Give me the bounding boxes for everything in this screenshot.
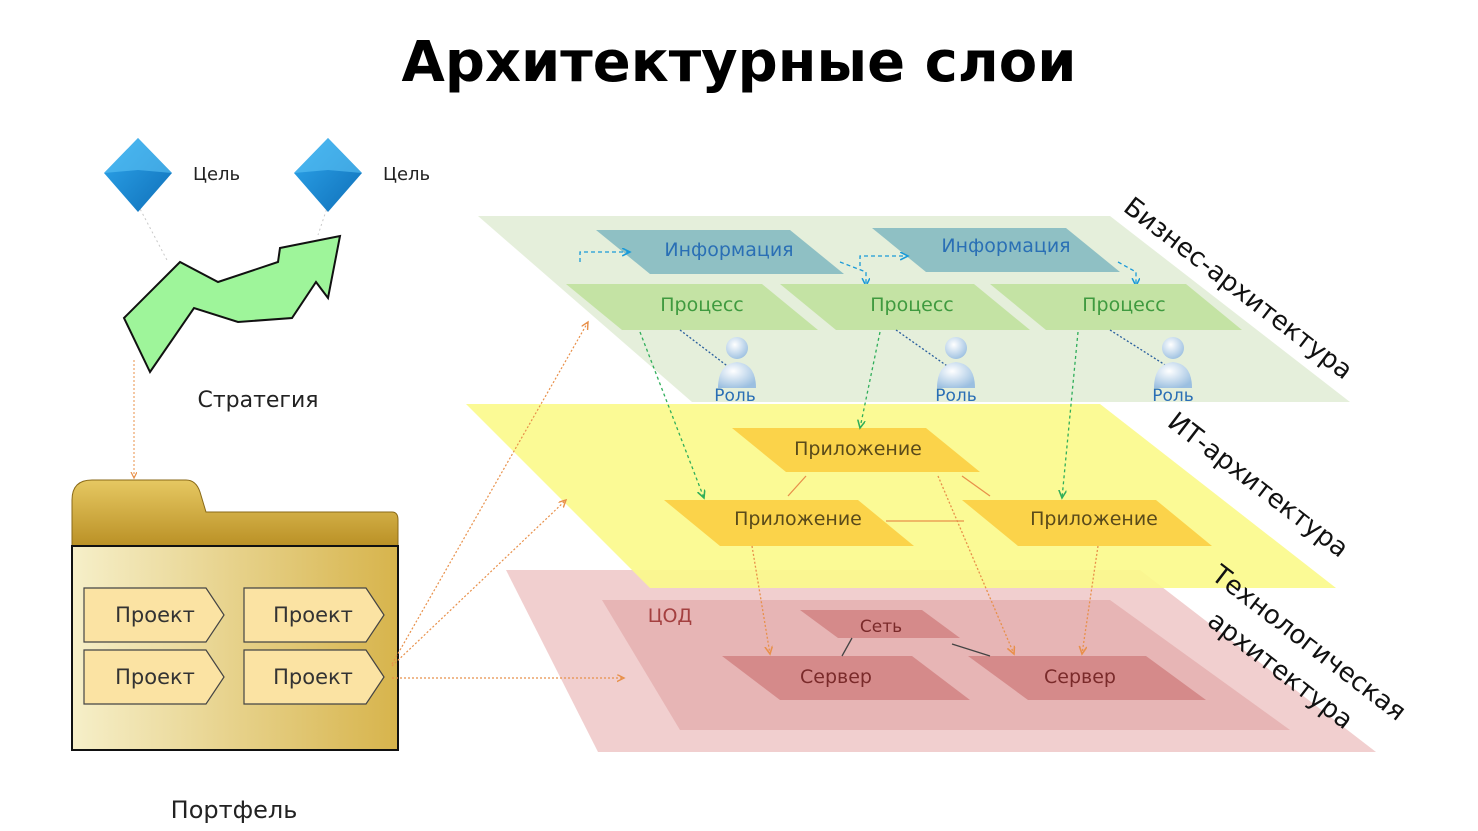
application-node (732, 428, 980, 472)
role-link-line (895, 329, 951, 369)
goal-link-line (137, 204, 169, 263)
project-label: Проект (115, 665, 195, 689)
app-to-server-arrow (937, 475, 1014, 654)
app-link-line (787, 475, 807, 497)
information-label: Информация (941, 235, 1070, 257)
project-label: Проект (273, 603, 353, 627)
information-node (872, 228, 1120, 272)
goal-diamond-icon (104, 138, 172, 212)
slide-title: Архитектурные слои (401, 30, 1077, 95)
role-link-line (679, 329, 731, 369)
project-label: Проект (115, 603, 195, 627)
info-flow-arrow (839, 261, 866, 286)
app-link-line (961, 475, 991, 497)
network-node (800, 610, 960, 638)
portfolio-to-layer-arrow (391, 322, 588, 665)
role-label: Роль (935, 386, 977, 406)
application-node (962, 500, 1212, 546)
network-link-line (841, 637, 853, 657)
portfolio-to-layer-arrow (391, 500, 566, 667)
process-to-app-arrow (1062, 331, 1079, 498)
role-person-icon (937, 337, 975, 388)
application-node (664, 500, 914, 546)
portfolio-folder-icon (71, 479, 399, 751)
project-label: Проект (273, 665, 353, 689)
datacenter-label: ЦОД (648, 605, 693, 627)
information-label: Информация (664, 239, 793, 261)
process-label: Процесс (870, 294, 954, 316)
info-flow-arrow (859, 256, 908, 266)
application-label: Приложение (734, 508, 862, 530)
goal-diamond-icon (294, 138, 362, 212)
goal-label: Цель (193, 164, 240, 185)
server-node (968, 656, 1206, 700)
application-label: Приложение (794, 438, 922, 460)
goal-label: Цель (383, 164, 430, 185)
process-label: Процесс (660, 294, 744, 316)
role-label: Роль (1152, 386, 1194, 406)
project-item: Проект (243, 587, 385, 643)
network-link-line (951, 643, 991, 657)
network-label: Сеть (860, 617, 902, 637)
process-label: Процесс (1082, 294, 1166, 316)
server-label: Сервер (800, 666, 872, 688)
strategy-label: Стратегия (197, 388, 318, 413)
process-node (990, 284, 1242, 330)
process-to-app-arrow (860, 331, 881, 428)
project-item: Проект (83, 587, 225, 643)
process-node (780, 284, 1030, 330)
role-person-icon (1154, 337, 1192, 388)
information-node (596, 230, 844, 274)
role-label: Роль (714, 386, 756, 406)
server-label: Сервер (1044, 666, 1116, 688)
server-node (722, 656, 970, 700)
project-item: Проект (243, 649, 385, 705)
role-person-icon (718, 337, 756, 388)
project-item: Проект (83, 649, 225, 705)
application-label: Приложение (1030, 508, 1158, 530)
strategy-arrow-icon (122, 234, 342, 374)
portfolio-label: Портфель (171, 796, 298, 824)
process-node (566, 284, 818, 330)
info-flow-arrow (579, 252, 630, 262)
info-flow-arrow (1117, 261, 1136, 286)
